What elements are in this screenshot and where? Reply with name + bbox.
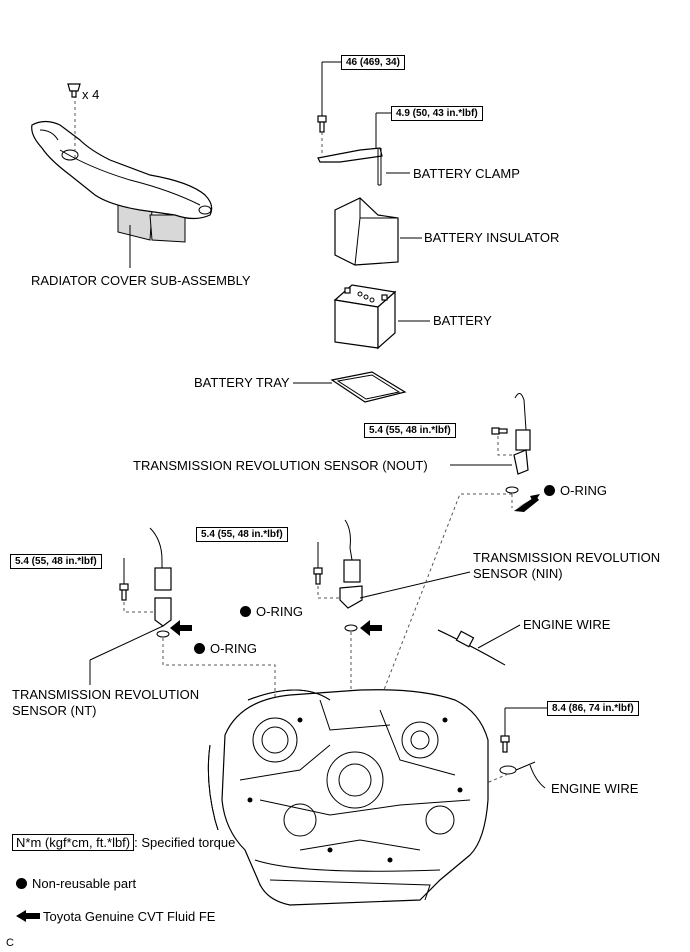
sensor-nin-drawing [339, 519, 471, 632]
engine-wire-lower-drawing [499, 707, 548, 789]
sensor-nt-bolt-icon [119, 558, 155, 613]
engine-wire-upper-label: ENGINE WIRE [523, 617, 611, 632]
sensor-nin-label-line2: SENSOR (NIN) [473, 566, 563, 581]
engine-wire-upper-drawing [437, 624, 521, 666]
legend-torque: N*m (kgf*cm, ft.*lbf): Specified torque [12, 834, 236, 851]
battery-insulator-drawing [334, 197, 422, 266]
battery-label: BATTERY [433, 313, 492, 328]
torque-sensor-nin-bolt: 5.4 (55, 48 in.*lbf) [196, 527, 288, 542]
bolt-count-label: x 4 [82, 87, 100, 102]
radiator-cover-label: RADIATOR COVER SUB-ASSEMBLY [31, 273, 251, 288]
fluid-arrow-icon [16, 910, 40, 922]
corner-code: C [6, 937, 14, 949]
battery-clamp-label: BATTERY CLAMP [413, 166, 520, 181]
legend-torque-unit: N*m (kgf*cm, ft.*lbf) [12, 834, 135, 851]
torque-battery-hold-bolt: 46 (469, 34) [341, 55, 405, 70]
non-reusable-dot-icon [240, 606, 251, 617]
sensor-nt-label-line2: SENSOR (NT) [12, 703, 97, 718]
battery-tray-drawing [293, 371, 407, 403]
legend-torque-text: : Specified torque [134, 835, 236, 850]
sensor-nin-label-line1: TRANSMISSION REVOLUTION [473, 550, 661, 565]
oring-nt-text: O-RING [210, 641, 257, 656]
sensor-nout-drawing [450, 393, 531, 494]
torque-sensor-nt-bolt: 5.4 (55, 48 in.*lbf) [10, 554, 102, 569]
legend-non-reusable-text: Non-reusable part [32, 876, 137, 891]
torque-battery-clamp-nut: 4.9 (50, 43 in.*lbf) [391, 106, 483, 121]
battery-clamp-drawing [317, 112, 410, 186]
oring-nin-label: O-RING [240, 604, 303, 620]
torque-sensor-nout-bolt: 5.4 (55, 48 in.*lbf) [364, 423, 456, 438]
nt-fluid-arrow-icon [170, 620, 192, 636]
transmission-drawing [207, 689, 489, 906]
sensor-nin-bolt-icon [313, 542, 342, 599]
legend-non-reusable: Non-reusable part [16, 876, 136, 892]
torque-engine-wire-bolt: 8.4 (86, 74 in.*lbf) [547, 701, 639, 716]
legend-fluid: Toyota Genuine CVT Fluid FE [16, 909, 215, 925]
nin-fluid-arrow-icon [360, 620, 382, 636]
oring-nt-label: O-RING [194, 641, 257, 657]
engine-wire-lower-label: ENGINE WIRE [551, 781, 639, 796]
battery-tray-label: BATTERY TRAY [194, 375, 290, 390]
sensor-nout-bolt-icon [491, 427, 512, 456]
battery-drawing [333, 284, 430, 350]
oring-nin-text: O-RING [256, 604, 303, 619]
oring-nout-text: O-RING [560, 483, 607, 498]
radiator-bolt-icon [67, 83, 81, 98]
non-reusable-dot-icon [16, 878, 27, 889]
sensor-nt-label-line1: TRANSMISSION REVOLUTION [12, 687, 200, 702]
nout-fluid-arrow-icon [514, 494, 540, 512]
sensor-nt-drawing [89, 527, 172, 685]
battery-insulator-label: BATTERY INSULATOR [424, 230, 560, 245]
non-reusable-dot-icon [194, 643, 205, 654]
oring-nout-label: O-RING [544, 483, 607, 499]
assembly-lines [162, 493, 513, 791]
radiator-cover-drawing [31, 95, 213, 268]
battery-clamp-bolt-icon [317, 61, 342, 155]
sensor-nout-label: TRANSMISSION REVOLUTION SENSOR (NOUT) [133, 458, 428, 473]
non-reusable-dot-icon [544, 485, 555, 496]
legend-fluid-text: Toyota Genuine CVT Fluid FE [43, 909, 216, 924]
